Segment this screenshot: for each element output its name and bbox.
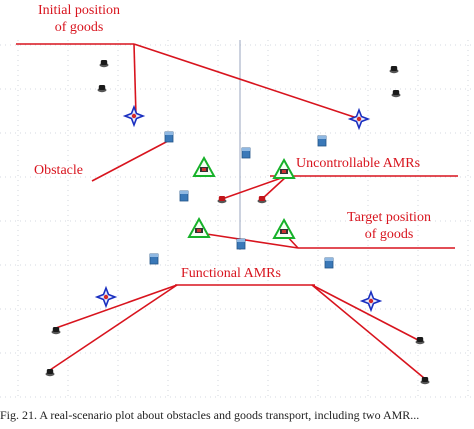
obstacle-box-icon xyxy=(236,238,246,250)
target-triangle-icon xyxy=(272,157,296,179)
amr-body xyxy=(100,60,108,65)
amr-robot-icon xyxy=(97,85,107,93)
figure-caption: Fig. 21. A real-scenario plot about obst… xyxy=(0,408,420,422)
amr-body xyxy=(421,377,429,382)
amr-robot-icon xyxy=(217,196,227,204)
label-functional-amrs: Functional AMRs xyxy=(181,266,281,281)
label-uncontrollable-amrs: Uncontrollable AMRs xyxy=(296,156,421,171)
goods-center-dot xyxy=(368,298,374,304)
amr-robot-icon xyxy=(420,377,430,385)
leader-functional-to-amr-3 xyxy=(311,284,419,341)
leader-target-to-triangle-1 xyxy=(199,232,299,249)
label-target-position: Target position of goods xyxy=(330,209,448,243)
label-target-position-line1: Target position xyxy=(347,210,431,225)
amr-body xyxy=(52,327,60,332)
leader-initial-to-goods-left xyxy=(133,43,137,117)
goods-star-icon xyxy=(122,104,146,128)
leader-obstacle xyxy=(91,140,169,182)
obstacle-box-top xyxy=(180,191,188,194)
label-initial-position: Initial position of goods xyxy=(18,2,140,36)
obstacle-box-icon xyxy=(149,253,159,265)
goods-center-dot xyxy=(103,294,109,300)
obstacle-box-top xyxy=(150,254,158,257)
obstacle-box-icon xyxy=(179,190,189,202)
annotation-leader-lines xyxy=(16,43,458,379)
target-triangle-icon xyxy=(187,216,211,238)
goods-star-icon xyxy=(94,285,118,309)
obstacle-box-top xyxy=(318,136,326,139)
label-initial-position-line2: of goods xyxy=(54,20,104,35)
leader-uncontrollable-to-amr-2 xyxy=(261,175,288,200)
obstacle-box-top xyxy=(242,148,250,151)
scene-objects xyxy=(45,60,430,385)
leader-initial-to-goods-right xyxy=(133,43,361,120)
obstacle-box-icon xyxy=(324,257,334,269)
amr-robot-icon xyxy=(45,369,55,377)
amr-body xyxy=(390,66,398,71)
target-hatch-center xyxy=(202,168,206,171)
target-hatch-center xyxy=(282,170,286,173)
goods-star-icon xyxy=(347,107,371,131)
obstacle-box-top xyxy=(237,239,245,242)
leader-functional-to-amr-1 xyxy=(55,284,178,329)
obstacle-box-icon xyxy=(241,147,251,159)
amr-body xyxy=(392,90,400,95)
obstacle-box-icon xyxy=(317,135,327,147)
amr-robot-icon xyxy=(51,327,61,335)
leader-uncontrollable-to-amr-1 xyxy=(221,175,288,200)
floor-grid xyxy=(0,40,474,400)
leader-functional-to-amr-4 xyxy=(311,284,425,379)
obstacle-box-top xyxy=(165,132,173,135)
amr-body xyxy=(46,369,54,374)
goods-center-dot xyxy=(131,113,137,119)
goods-star-icon xyxy=(359,289,383,313)
obstacle-box-icon xyxy=(164,131,174,143)
amr-body xyxy=(98,85,106,90)
amr-robot-icon xyxy=(389,66,399,74)
label-target-position-line2: of goods xyxy=(364,227,414,242)
leader-functional-to-amr-2 xyxy=(49,284,178,371)
target-hatch-center xyxy=(197,229,201,232)
target-triangle-icon xyxy=(272,217,296,239)
target-hatch-center xyxy=(282,230,286,233)
label-obstacle: Obstacle xyxy=(34,163,83,178)
amr-robot-icon xyxy=(99,60,109,68)
amr-body xyxy=(258,196,266,201)
amr-body xyxy=(218,196,226,201)
label-initial-position-line1: Initial position xyxy=(37,3,121,18)
amr-robot-icon xyxy=(257,196,267,204)
obstacle-box-top xyxy=(325,258,333,261)
amr-body xyxy=(416,337,424,342)
amr-robot-icon xyxy=(391,90,401,98)
target-triangle-icon xyxy=(192,155,216,177)
amr-robot-icon xyxy=(415,337,425,345)
goods-center-dot xyxy=(356,116,362,122)
